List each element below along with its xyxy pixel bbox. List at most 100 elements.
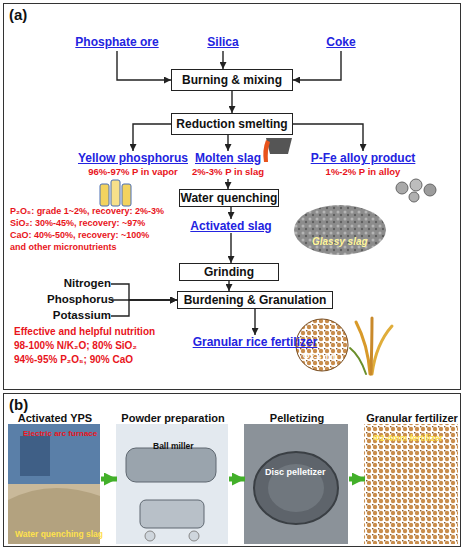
- process-node: Phosphate ore: [69, 35, 165, 51]
- molten-stream: [263, 140, 270, 162]
- phosphorus-jars: [100, 180, 131, 206]
- flow-connector: [111, 284, 177, 300]
- process-node: Potassium: [47, 309, 111, 323]
- process-node: Water quenching: [179, 189, 279, 207]
- flow-connector: [230, 233, 231, 263]
- panel-tag: (a): [9, 6, 27, 23]
- raw-material: Coke: [319, 35, 363, 49]
- node-text: Burdening & Granulation: [184, 293, 327, 307]
- node-text: Water quenching: [181, 191, 278, 205]
- flow-connector: [254, 309, 255, 335]
- percent-note: 1%-2% P in alloy: [326, 165, 401, 178]
- process-node: Coke: [319, 35, 363, 51]
- photo-bg: [244, 424, 348, 544]
- node-text: Phosphorus: [47, 293, 111, 305]
- product-heading: Molten slag: [195, 151, 261, 165]
- flow-connector: [222, 51, 223, 69]
- product-heading: P-Fe alloy product: [311, 151, 416, 165]
- mill-drum: [140, 500, 204, 528]
- percent-note: 96%-97% P in vapor: [88, 165, 178, 178]
- pelletizer-disc: [254, 452, 338, 524]
- rice-ear: [372, 326, 392, 374]
- pellet: [410, 179, 422, 191]
- photo-step: Granular fertilizerΦ2-4mm fertilizer: [365, 411, 459, 547]
- node-text: Nitrogen: [47, 277, 111, 289]
- process-node: Burdening & Granulation: [177, 291, 333, 309]
- flow-connector: [227, 135, 228, 151]
- rice-plant: [350, 318, 392, 374]
- fertilizer-photo-b: [364, 424, 458, 544]
- photo-step: Powder preparationBall miller: [117, 411, 229, 547]
- powder-icon: [189, 531, 199, 541]
- photo-bg: [116, 424, 228, 544]
- flow-connector: [230, 207, 231, 219]
- process-node: Activated slag: [185, 219, 277, 233]
- product-heading: Yellow phosphorus: [78, 151, 188, 165]
- powder-icon: [145, 531, 155, 541]
- node-text: Potassium: [47, 309, 111, 321]
- jar: [100, 184, 109, 206]
- raw-material: Silica: [201, 35, 245, 49]
- process-node: Burning & mixing: [171, 69, 293, 91]
- step-heading: Granular fertilizer: [365, 411, 459, 425]
- annotation-text: Effective and helpful nutrition: [14, 326, 155, 337]
- photo-step: PelletizingDisc pelletizer: [245, 411, 349, 547]
- flow-connector: [227, 179, 228, 189]
- photo-label: Φ2-4mm fertilizer: [373, 433, 443, 443]
- process-node: Molten slag2%-3% P in slag: [193, 151, 263, 179]
- alloy-pellets: [396, 179, 436, 202]
- pellet: [409, 192, 419, 202]
- annotation-text: Glassy slag: [312, 236, 368, 247]
- panel-tag: (b): [9, 396, 28, 413]
- furnace-building: [8, 424, 100, 484]
- rice-ear: [371, 318, 372, 374]
- ladle-icon: [263, 138, 292, 162]
- process-arrow: [229, 477, 245, 482]
- process-arrow: [349, 477, 365, 482]
- process-node: Grinding: [179, 263, 279, 281]
- ladle-body: [266, 138, 292, 154]
- process-node: Silica: [201, 35, 245, 51]
- annotation-text: CaO: 40%-50%, recovery: ~100%: [10, 230, 149, 240]
- glassy-slag-photo: [294, 205, 386, 255]
- annotation-text: 98-100% N/K₂O; 80% SiO₂: [14, 340, 137, 351]
- step-heading: Pelletizing: [245, 411, 349, 425]
- photo-label: Water quenching slag: [15, 529, 103, 539]
- mill-drum: [126, 448, 216, 482]
- furnace-photo: [8, 424, 100, 544]
- rice-leaf: [350, 348, 366, 374]
- annotation-text: and other micronutrients: [10, 242, 117, 252]
- furnace-door: [20, 436, 50, 476]
- percent-note: 2%-3% P in slag: [192, 165, 264, 178]
- pelletizer-photo: [244, 424, 348, 544]
- step-heading: Activated YPS: [9, 411, 101, 425]
- process-node: Reduction smelting: [171, 113, 293, 135]
- photo-label: Electric arc furnace: [23, 429, 97, 438]
- process-node: Nitrogen: [47, 277, 111, 291]
- step-heading: Powder preparation: [117, 411, 229, 425]
- raw-material: Phosphate ore: [69, 35, 165, 49]
- process-node: Phosphorus: [47, 293, 111, 307]
- flow-connector: [133, 124, 171, 151]
- process-node: P-Fe alloy product1%-2% P in alloy: [307, 151, 419, 179]
- jar: [111, 180, 120, 206]
- product-heading: Granular rice fertilizer: [193, 335, 318, 349]
- pellet: [396, 182, 408, 194]
- process-node: Granular rice fertilizer: [185, 335, 325, 349]
- ball-mill-photo: [116, 424, 228, 544]
- flow-connector: [117, 51, 171, 80]
- node-text: Reduction smelting: [176, 117, 287, 131]
- process-arrow: [101, 477, 117, 482]
- jar: [122, 184, 131, 206]
- annotation-text: SiO₂: 30%-45%, recovery: ~97%: [10, 218, 145, 228]
- photo-label: Ball miller: [153, 441, 194, 451]
- flow-connector: [228, 281, 229, 291]
- node-text: Burning & mixing: [182, 73, 282, 87]
- process-node: Yellow phosphorus96%-97% P in vapor: [77, 151, 189, 179]
- annotation-text: P₂O₅: grade 1~2%, recovery: 2%-3%: [10, 206, 164, 216]
- photo-step: Activated YPS Electric arc furnaceWater q…: [9, 411, 101, 547]
- granules: [364, 424, 458, 544]
- flow-connector: [231, 91, 232, 113]
- figure-panel: (b)Activated YPS Electric arc furnaceWate…: [3, 393, 461, 547]
